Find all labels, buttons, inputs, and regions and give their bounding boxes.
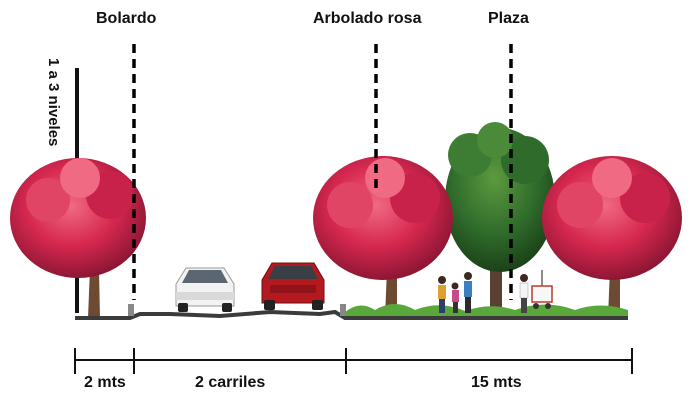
dimension-line [74, 348, 633, 374]
dimension-right-label: 15 mts [471, 374, 522, 391]
building-levels-label: 1 a 3 niveles [45, 58, 62, 147]
plaza-label: Plaza [488, 10, 529, 27]
bollard-label: Bolardo [96, 10, 157, 27]
pink-tree-icon [542, 156, 682, 318]
vendor-cart-icon [519, 270, 553, 313]
pink-tree-icon [10, 158, 146, 318]
pink-trees-label: Arbolado rosa [313, 10, 422, 27]
red-car-icon [261, 262, 325, 310]
green-tree-icon [445, 122, 555, 315]
pedestrians-icon [438, 272, 472, 313]
bollard-icon [128, 304, 134, 316]
pink-tree-icon [313, 156, 453, 318]
plaza-grass [345, 304, 628, 318]
bollard-icon [340, 304, 346, 316]
dimension-left-label: 2 mts [84, 374, 126, 391]
dimension-middle-label: 2 carriles [195, 374, 266, 391]
white-car-icon [175, 267, 235, 312]
